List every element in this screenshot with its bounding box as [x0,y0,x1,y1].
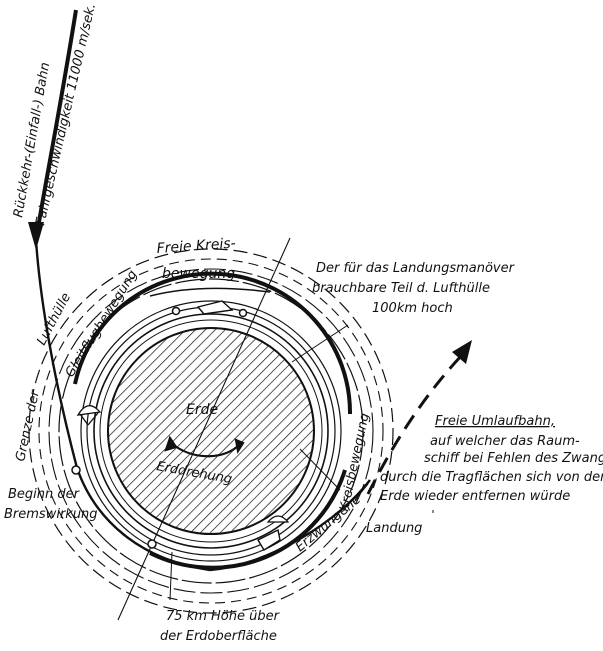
earth-label: Erde [186,402,218,418]
entry-trajectory [34,9,371,572]
free-circle-arc [73,271,353,415]
brace-top [149,287,271,297]
parachute-icon [76,405,290,523]
free-circle-label-1: Freie Kreis- [156,236,236,257]
leaders [169,324,434,601]
usable-atmo-label-3: 100km hoch [372,301,453,316]
free-orbit-label-3: schiff bei Fehlen des Zwanges [424,451,603,466]
rotation-arrow-icon [164,435,245,458]
earth [107,327,315,535]
free-orbit-path [366,353,464,495]
landung-label: Landung [366,521,422,536]
beginn-label-1: Beginn der [8,487,81,502]
beginn-label-2: Bremswirkung [4,507,98,522]
free-orbit-label-5: Erde wieder entfernen würde [380,489,570,504]
height-label-1: 75 km Höhe über [166,609,281,624]
height-label-2: der Erdoberfläche [160,629,277,644]
markers [71,306,248,549]
usable-atmo-label-2: brauchbare Teil d. Lufthülle [312,281,490,296]
free-orbit-label-1: Freie Umlaufbahn, [435,414,555,429]
free-orbit-label-2: auf welcher das Raum- [430,434,580,449]
earth-axis [117,237,291,621]
free-circle-label-2: bewegung [162,266,235,282]
spaceship-icon [196,300,281,551]
gleitflug-label: Gleitflugbewegung [63,268,141,380]
free-orbit-label-4: durch die Tragflächen sich von der [380,470,603,485]
atmosphere-rings [28,248,394,614]
free-orbit-arrow-icon [452,340,472,364]
usable-atmo-label-1: Der für das Landungsmanöver [316,261,516,276]
earth-shells [80,300,342,562]
entry-arrow-icon [28,222,44,250]
